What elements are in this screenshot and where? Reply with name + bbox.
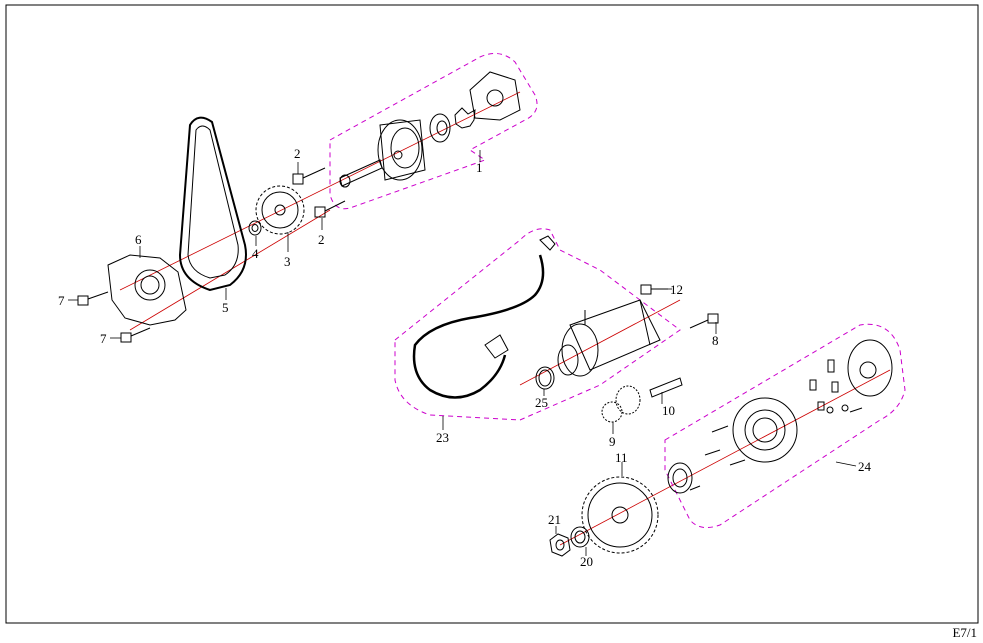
label-part-5: 5 <box>222 300 229 315</box>
oil-pump-body <box>377 119 426 181</box>
axis-line-clutch <box>559 369 891 546</box>
label-part-2-lower: 2 <box>318 232 325 247</box>
group-outline-starter <box>394 228 681 421</box>
clutch-outer-plate <box>847 339 893 397</box>
pump-shaft <box>339 159 383 188</box>
label-part-23: 23 <box>436 430 449 445</box>
label-part-9: 9 <box>609 434 616 449</box>
label-part-21: 21 <box>548 512 561 527</box>
idler-shaft-10 <box>649 377 683 398</box>
label-part-25: 25 <box>535 395 548 410</box>
label-part-12: 12 <box>670 282 683 297</box>
sprocket-cover-6 <box>107 254 187 326</box>
label-part-20: 20 <box>580 554 593 569</box>
starter-assembly <box>394 228 719 421</box>
pump-rotor <box>429 113 451 143</box>
washer-20 <box>570 526 590 548</box>
label-part-4: 4 <box>252 246 259 261</box>
clutch-assembly <box>549 323 906 557</box>
starter-motor <box>557 299 661 377</box>
label-part-2-upper: 2 <box>294 146 301 161</box>
page-code: E7/1 <box>952 625 977 640</box>
bolt-12 <box>640 284 668 295</box>
nut-4 <box>248 220 262 236</box>
axis-line-starter <box>519 299 681 386</box>
axis-line-upper <box>119 91 521 291</box>
axis-line-upper-2 <box>129 209 331 331</box>
idler-gear-9 <box>601 385 641 423</box>
label-part-7-upper: 7 <box>58 293 65 308</box>
label-part-3: 3 <box>284 254 291 269</box>
diagram-frame <box>5 4 979 624</box>
label-part-6: 6 <box>135 232 142 247</box>
clutch-rollers-springs <box>809 359 863 414</box>
label-part-10: 10 <box>662 403 675 418</box>
group-outline-pump <box>329 52 538 210</box>
label-part-7-lower: 7 <box>100 331 107 346</box>
needle-bearing <box>667 462 693 494</box>
clutch-bolts <box>689 425 746 491</box>
sprocket-3 <box>255 185 305 235</box>
bolt-8 <box>689 313 719 329</box>
label-part-24: 24 <box>858 459 872 474</box>
star-rotor <box>454 107 476 129</box>
label-part-1: 1 <box>476 160 483 175</box>
upper-assembly <box>77 52 538 343</box>
part-labels: 1 2 2 3 4 5 6 7 7 12 8 25 10 9 23 11 24 … <box>58 146 872 569</box>
bolt-7-lower <box>120 327 151 343</box>
nut-21 <box>549 533 571 557</box>
starter-cable-23 <box>412 235 556 399</box>
label-part-8: 8 <box>712 333 719 348</box>
bolt-7-upper <box>77 291 109 306</box>
one-way-clutch <box>732 397 798 463</box>
leader-lines <box>68 150 857 556</box>
starter-driven-gear-11 <box>581 476 659 554</box>
label-part-11: 11 <box>615 450 628 465</box>
o-ring-25 <box>535 366 555 390</box>
drive-chain-5 <box>178 116 247 292</box>
pump-cover <box>469 71 521 121</box>
bolt-2-lower <box>314 200 346 218</box>
